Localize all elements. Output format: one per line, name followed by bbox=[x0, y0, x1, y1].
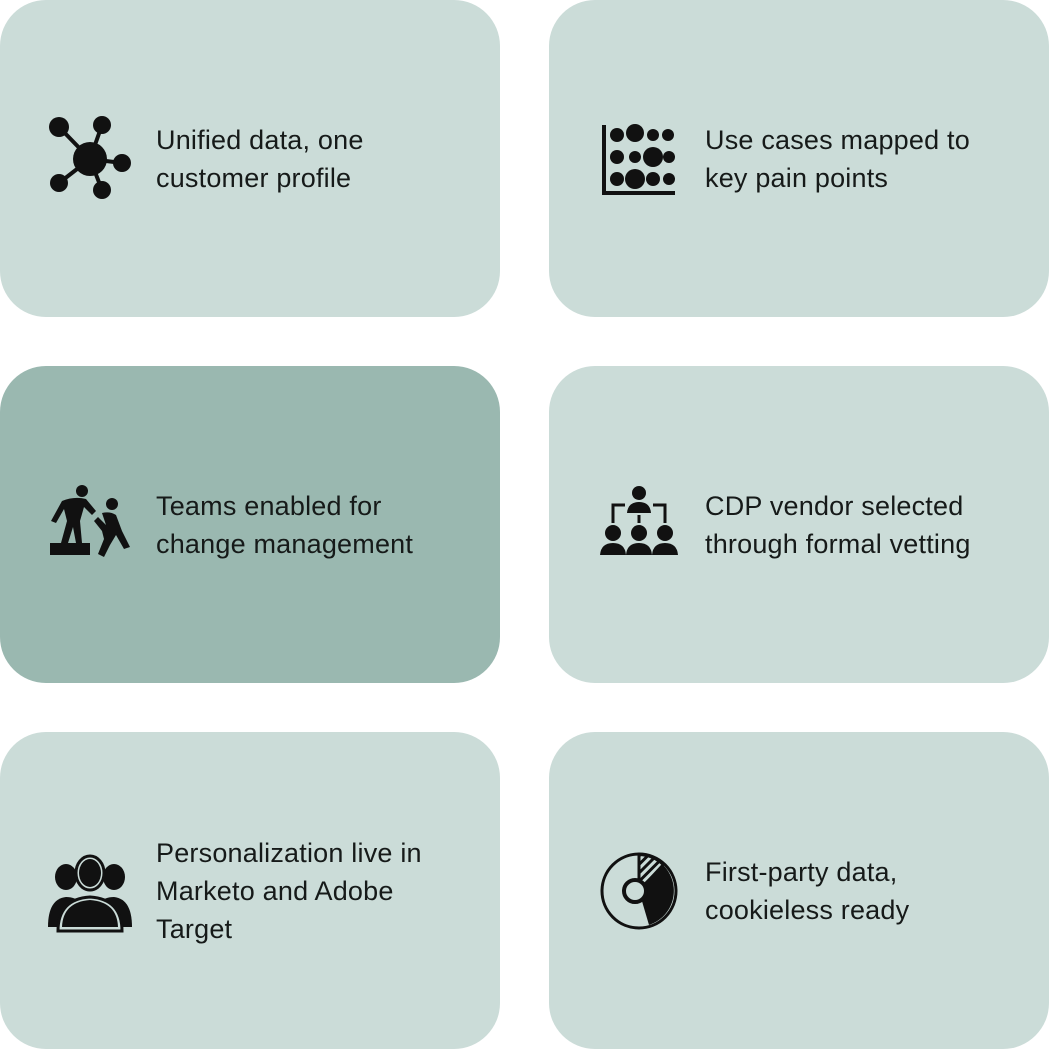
donut-chart-icon bbox=[595, 847, 683, 935]
org-chart-people-icon bbox=[595, 481, 683, 569]
dot-matrix-chart-icon bbox=[595, 115, 683, 203]
card-first-party[interactable]: First-party data, cookieless ready bbox=[549, 732, 1049, 1049]
card-label: First-party data, cookieless ready bbox=[705, 856, 910, 925]
card-unified-data[interactable]: Unified data, one customer profile bbox=[0, 0, 500, 317]
card-label: Teams enabled for change management bbox=[156, 490, 414, 559]
user-group-icon bbox=[46, 847, 134, 935]
network-hub-icon bbox=[46, 115, 134, 203]
card-label: Use cases mapped to key pain points bbox=[705, 124, 970, 193]
card-label: Unified data, one customer profile bbox=[156, 124, 364, 193]
card-label: Personalization live in Marketo and Adob… bbox=[156, 837, 422, 944]
card-teams-enabled[interactable]: Teams enabled for change management bbox=[0, 366, 500, 683]
card-use-cases[interactable]: Use cases mapped to key pain points bbox=[549, 0, 1049, 317]
helping-hand-icon bbox=[46, 481, 134, 569]
card-personalization[interactable]: Personalization live in Marketo and Adob… bbox=[0, 732, 500, 1049]
card-cdp-vendor[interactable]: CDP vendor selected through formal vetti… bbox=[549, 366, 1049, 683]
card-label: CDP vendor selected through formal vetti… bbox=[705, 490, 971, 559]
